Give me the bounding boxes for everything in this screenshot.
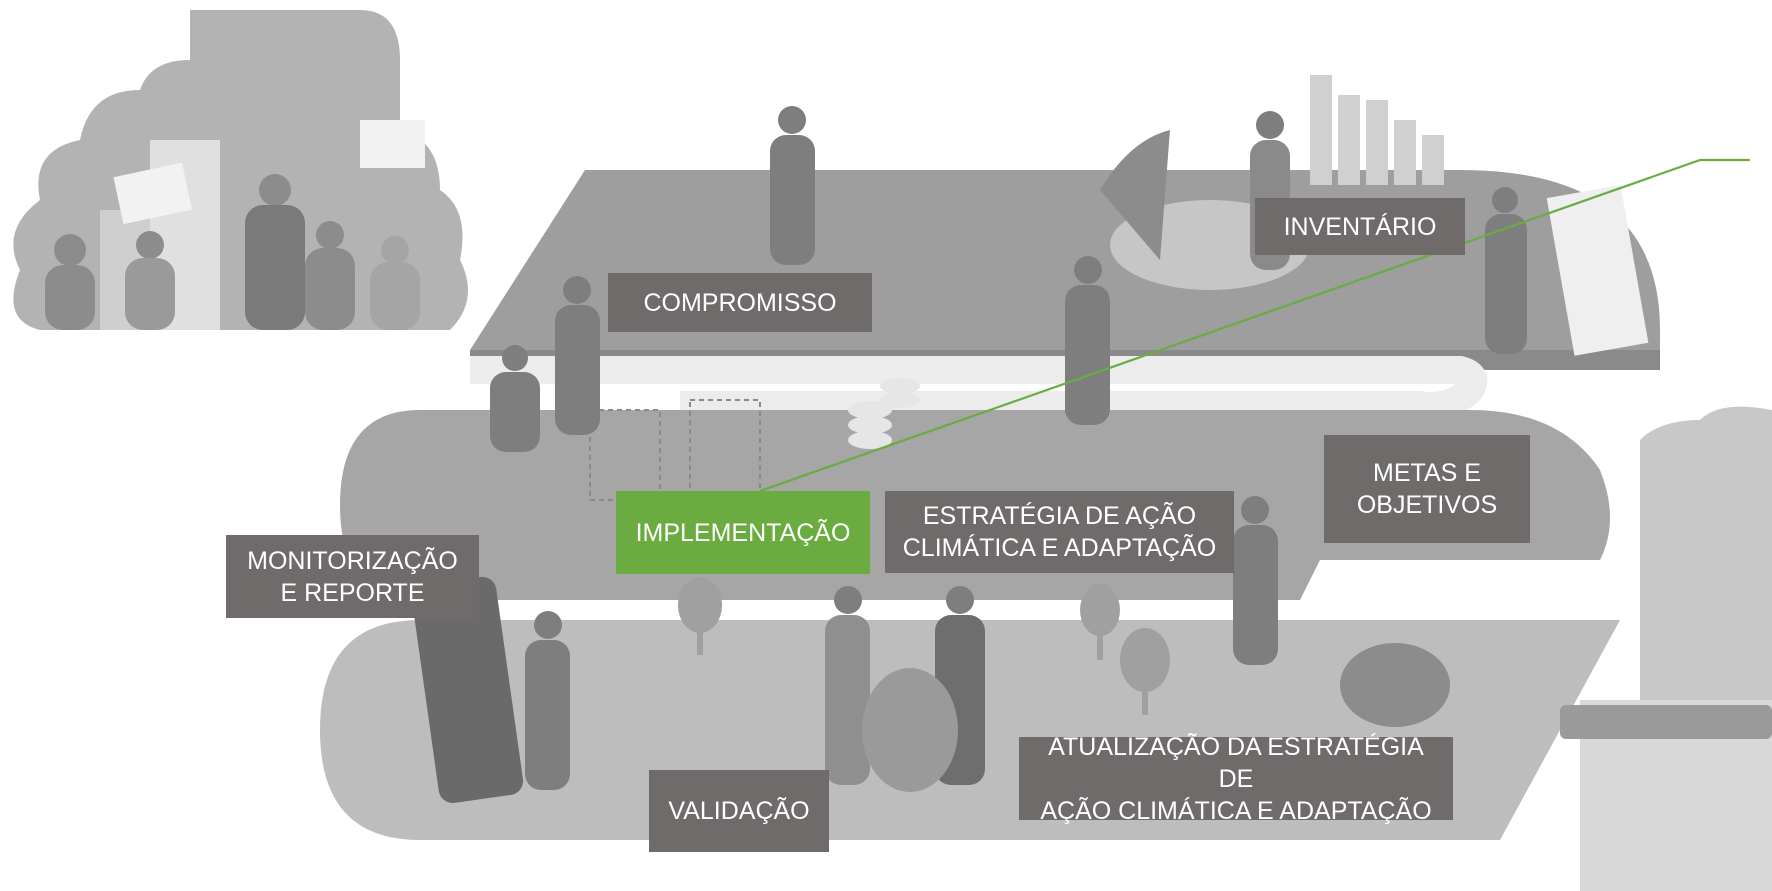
step-estrategia[interactable]: ESTRATÉGIA DE AÇÃO CLIMÁTICA E ADAPTAÇÃO	[885, 491, 1234, 573]
step-validacao[interactable]: VALIDAÇÃO	[649, 770, 829, 852]
pointer-line	[759, 158, 1750, 493]
chart-coin	[1340, 643, 1450, 727]
coin-stack	[848, 378, 920, 449]
easel-board	[1546, 185, 1649, 356]
building-wireframe	[589, 399, 761, 501]
thermometer-disc	[862, 668, 958, 792]
step-metas-objetivos[interactable]: METAS E OBJETIVOS	[1324, 435, 1530, 543]
step-implementacao[interactable]: IMPLEMENTAÇÃO	[616, 491, 870, 574]
right-cloud-backdrop	[1560, 406, 1772, 891]
worker-figures	[490, 106, 1527, 790]
step-compromisso[interactable]: COMPROMISSO	[608, 273, 872, 332]
trees	[678, 577, 1170, 715]
step-monitorizacao[interactable]: MONITORIZAÇÃO E REPORTE	[226, 535, 479, 618]
train	[1560, 705, 1772, 739]
tablet-graphic	[411, 576, 524, 803]
bar-chart-graphic	[1310, 75, 1444, 185]
step-atualizacao[interactable]: ATUALIZAÇÃO DA ESTRATÉGIA DE AÇÃO CLIMÁT…	[1019, 733, 1453, 825]
white-path	[470, 356, 1488, 420]
step-inventario[interactable]: INVENTÁRIO	[1255, 198, 1465, 255]
crowd-figures	[45, 120, 425, 330]
